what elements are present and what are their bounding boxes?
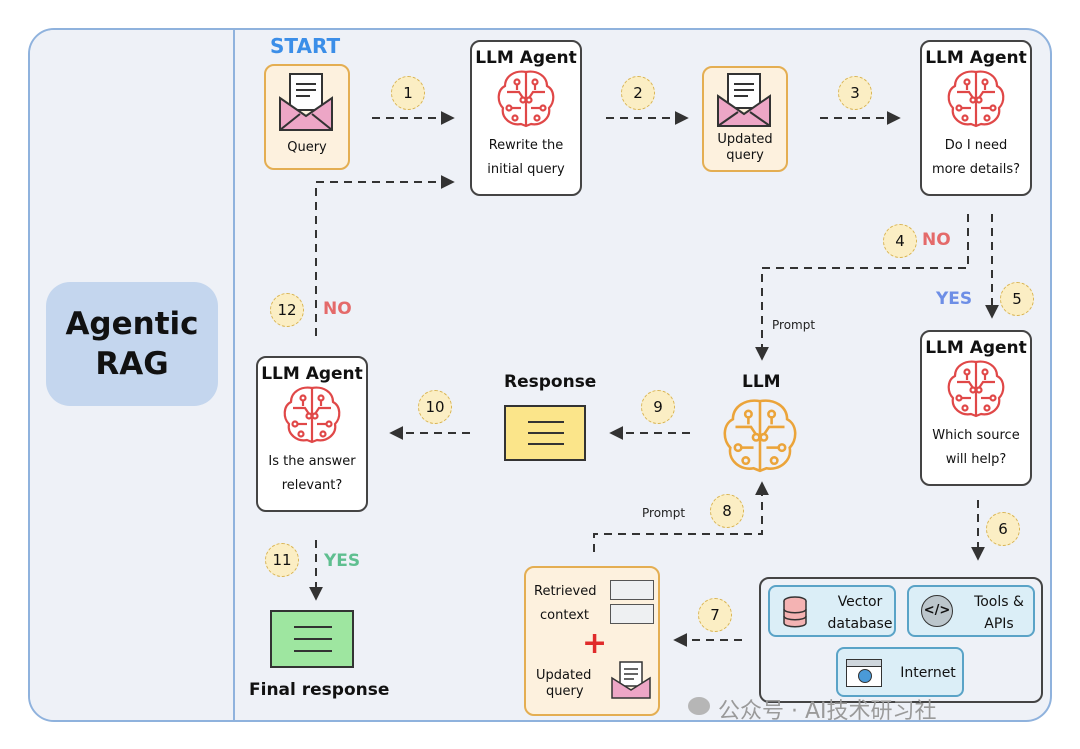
database-icon bbox=[783, 596, 807, 628]
envelope-icon bbox=[717, 73, 771, 127]
brain-icon bbox=[723, 399, 797, 473]
updated-query-text-1: Updated bbox=[717, 132, 773, 147]
diagram-title: Agentic RAG bbox=[65, 306, 199, 382]
step-10-badge: 10 bbox=[418, 390, 452, 424]
context-updated-text-2: query bbox=[546, 684, 584, 699]
vector-line-1: Vector bbox=[837, 594, 883, 610]
vector-line-2: database bbox=[827, 616, 893, 632]
prompt-label-bottom: Prompt bbox=[642, 506, 686, 520]
browser-icon bbox=[846, 659, 882, 687]
panel-divider bbox=[233, 30, 235, 720]
agent-rewrite-node: LLM Agent Rewrite the initial query bbox=[470, 40, 582, 196]
plus-icon: + bbox=[582, 626, 608, 661]
response-note-icon bbox=[504, 405, 586, 461]
step-11-badge: 11 bbox=[265, 543, 299, 577]
yes-label-11: YES bbox=[324, 551, 361, 571]
agent-source-node: LLM Agent Which source will help? bbox=[920, 330, 1032, 486]
internet-line-1: Internet bbox=[900, 665, 956, 681]
brain-icon bbox=[283, 386, 341, 444]
brain-icon bbox=[497, 70, 555, 128]
envelope-icon bbox=[279, 73, 333, 131]
llm-title: LLM bbox=[742, 372, 781, 392]
tools-line-1: Tools & bbox=[974, 594, 1024, 610]
agent-details-text-1: Do I need bbox=[944, 138, 1008, 153]
step-4-badge: 4 bbox=[883, 224, 917, 258]
tools-line-2: APIs bbox=[984, 616, 1014, 632]
agent-details-node: LLM Agent Do I need more details? bbox=[920, 40, 1032, 196]
step-3-badge: 3 bbox=[838, 76, 872, 110]
wechat-icon bbox=[688, 697, 710, 715]
agent-relevance-text-1: Is the answer bbox=[268, 454, 356, 469]
step-6-badge: 6 bbox=[986, 512, 1020, 546]
agent-relevance-node: LLM Agent Is the answer relevant? bbox=[256, 356, 368, 512]
updated-query-text-2: query bbox=[726, 148, 764, 163]
arrow-4 bbox=[755, 214, 969, 361]
envelope-icon bbox=[611, 661, 651, 699]
diagram-title-box: Agentic RAG bbox=[46, 282, 218, 406]
final-response-note-icon bbox=[270, 610, 354, 668]
step-9-badge: 9 bbox=[641, 390, 675, 424]
yes-label-5: YES bbox=[936, 289, 973, 309]
step-8-badge: 8 bbox=[710, 494, 744, 528]
watermark-text: 公众号 · AI技术研习社 bbox=[718, 699, 937, 724]
document-icon bbox=[610, 580, 654, 600]
query-node: Query bbox=[264, 64, 350, 170]
final-response-title: Final response bbox=[249, 680, 390, 700]
agent-details-title: LLM Agent bbox=[925, 48, 1027, 68]
agent-source-title: LLM Agent bbox=[925, 338, 1027, 358]
no-label-12: NO bbox=[323, 299, 352, 319]
brain-icon bbox=[947, 70, 1005, 128]
query-label: Query bbox=[287, 140, 327, 155]
agent-rewrite-title: LLM Agent bbox=[475, 48, 577, 68]
agent-relevance-text-2: relevant? bbox=[281, 478, 343, 493]
no-label-4: NO bbox=[922, 230, 951, 250]
code-icon: </> bbox=[921, 595, 953, 627]
agent-source-text-1: Which source bbox=[932, 428, 1020, 443]
document-icon bbox=[610, 604, 654, 624]
agent-source-text-2: will help? bbox=[945, 452, 1007, 467]
step-1-badge: 1 bbox=[391, 76, 425, 110]
internet-chip: Internet bbox=[836, 647, 964, 697]
brain-icon bbox=[947, 360, 1005, 418]
step-5-badge: 5 bbox=[1000, 282, 1034, 316]
step-12-badge: 12 bbox=[270, 293, 304, 327]
tools-apis-chip: </> Tools & APIs bbox=[907, 585, 1035, 637]
prompt-label-top: Prompt bbox=[772, 318, 816, 332]
globe-icon bbox=[858, 669, 872, 683]
step-7-badge: 7 bbox=[698, 598, 732, 632]
agent-rewrite-text-1: Rewrite the bbox=[488, 138, 564, 153]
updated-query-node: Updated query bbox=[702, 66, 788, 172]
context-label: context bbox=[540, 608, 589, 623]
context-node: Retrieved context + Updated query bbox=[524, 566, 660, 716]
agent-relevance-title: LLM Agent bbox=[261, 364, 363, 384]
context-updated-text-1: Updated bbox=[536, 668, 592, 683]
arrow-8 bbox=[593, 481, 769, 552]
start-label: START bbox=[270, 34, 341, 58]
response-title: Response bbox=[504, 372, 597, 392]
retrieved-label: Retrieved bbox=[534, 584, 597, 599]
step-2-badge: 2 bbox=[621, 76, 655, 110]
agent-details-text-2: more details? bbox=[931, 162, 1021, 177]
vector-database-chip: Vector database bbox=[768, 585, 896, 637]
arrow-12 bbox=[315, 175, 455, 336]
agent-rewrite-text-2: initial query bbox=[487, 162, 565, 177]
